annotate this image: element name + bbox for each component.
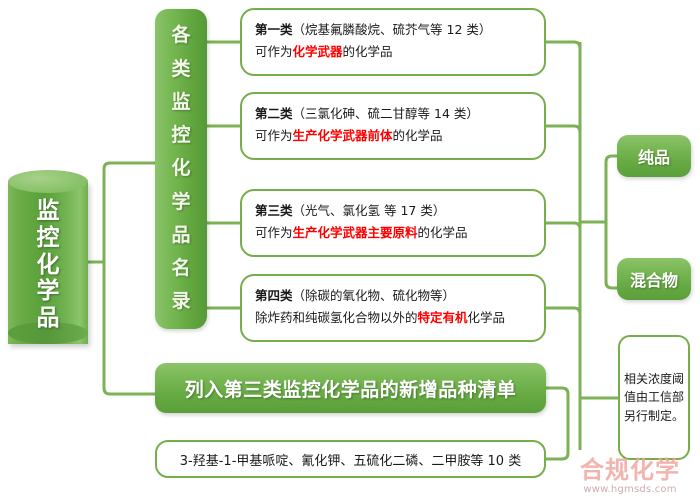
category-1-heading-detail: （烷基氟膦酸烷、硫芥气等 12 类）: [292, 22, 492, 37]
category-1-heading: 第一类: [255, 22, 293, 37]
root-char-4: 品: [36, 305, 60, 331]
connector-card3-spine: [546, 221, 582, 230]
category-4-heading-line: 第四类（除碳的氧化物、硫化物等）: [255, 285, 531, 307]
category-card-4: 第四类（除碳的氧化物、硫化物等） 除炸药和纯碳氢化合物以外的特定有机化学品: [240, 274, 546, 342]
category-3-desc-suffix: 的化学品: [417, 224, 468, 240]
catalog-char-7: 名: [171, 257, 191, 280]
category-2-description-line: 可作为生产化学武器前体的化学品: [255, 125, 531, 147]
category-4-heading-detail: （除碳的氧化物、硫化物等）: [292, 288, 456, 303]
watermark: 合规化学 www.hgmsds.com: [562, 458, 698, 495]
connector-card2-spine: [546, 124, 582, 133]
category-2-desc-prefix: 可作为: [255, 127, 293, 143]
note-card-concentration-threshold: 相关浓度阈值由工信部另行制定。: [618, 335, 690, 460]
connector-card1-spine: [546, 40, 582, 49]
connector-arm-banner: [102, 387, 156, 396]
watermark-url: www.hgmsds.com: [583, 484, 677, 495]
catalog-char-3: 控: [171, 124, 191, 147]
category-4-desc-highlight: 特定有机: [417, 309, 468, 325]
category-3-desc-highlight: 生产化学武器主要原料: [292, 224, 418, 240]
catalog-char-6: 品: [171, 223, 191, 246]
banner-new-added-class3-list: 列入第三类监控化学品的新增品种清单: [155, 363, 546, 413]
category-1-desc-highlight: 化学武器: [292, 43, 343, 59]
connector-card4-spine: [546, 306, 582, 315]
category-4-desc-suffix: 化学品: [467, 309, 506, 325]
catalog-char-4: 化: [171, 157, 191, 180]
catalog-char-2: 监: [171, 90, 191, 113]
category-1-desc-suffix: 的化学品: [342, 43, 393, 59]
form-pill-mixture: 混合物: [617, 258, 691, 300]
cylinder-bottom-ellipse: [8, 322, 88, 344]
bottom-list-card: 3-羟基-1-甲基哌啶、氰化钾、五硫化二磷、二甲胺等 10 类: [155, 440, 546, 478]
cylinder-body: [8, 181, 88, 344]
category-card-2: 第二类（三氯化砷、硫二甘醇等 14 类） 可作为生产化学武器前体的化学品: [240, 92, 546, 160]
category-1-desc-prefix: 可作为: [255, 43, 293, 59]
catalog-bar-all-monitored-chemical-lists: 各 类 监 控 化 学 品 名 录: [155, 9, 207, 329]
category-card-1: 第一类（烷基氟膦酸烷、硫芥气等 12 类） 可作为化学武器的化学品: [240, 8, 546, 76]
category-3-heading-detail: （光气、氯化氢 等 17 类）: [292, 203, 446, 218]
category-2-heading-line: 第二类（三氯化砷、硫二甘醇等 14 类）: [255, 103, 531, 125]
cylinder-top-ellipse: [8, 170, 88, 193]
category-4-heading: 第四类: [255, 288, 293, 303]
connector-banner-bottomlist: [546, 386, 570, 461]
category-card-3: 第三类（光气、氯化氢 等 17 类） 可作为生产化学武器主要原料的化学品: [240, 189, 546, 257]
category-3-heading: 第三类: [255, 203, 293, 218]
category-3-heading-line: 第三类（光气、氯化氢 等 17 类）: [255, 200, 531, 222]
watermark-brand: 合规化学: [580, 456, 680, 484]
form-pill-pure-substance: 纯品: [617, 135, 691, 177]
root-char-1: 控: [36, 224, 60, 251]
catalog-char-1: 类: [171, 57, 191, 80]
category-3-description-line: 可作为生产化学武器主要原料的化学品: [255, 222, 531, 244]
category-3-desc-prefix: 可作为: [255, 224, 293, 240]
catalog-char-5: 学: [171, 190, 191, 213]
category-4-description-line: 除炸药和纯碳氢化合物以外的特定有机化学品: [255, 307, 531, 329]
catalog-char-0: 各: [171, 24, 191, 47]
category-2-heading-detail: （三氯化砷、硫二甘醇等 14 类）: [292, 106, 479, 121]
root-cylinder-label: 监 控 化 学 品: [8, 194, 88, 336]
category-2-desc-highlight: 生产化学武器前体: [292, 127, 393, 143]
category-2-desc-suffix: 的化学品: [392, 127, 443, 143]
connector-arm-catalog: [102, 161, 156, 170]
root-char-0: 监: [36, 198, 60, 225]
category-1-description-line: 可作为化学武器的化学品: [255, 41, 531, 63]
category-2-heading: 第二类: [255, 106, 293, 121]
root-char-3: 学: [36, 278, 60, 305]
root-char-2: 化: [36, 251, 60, 278]
root-cylinder-monitored-chemicals: 监 控 化 学 品: [8, 170, 88, 355]
category-4-desc-prefix: 除炸药和纯碳氢化合物以外的: [255, 309, 418, 325]
catalog-char-8: 录: [171, 290, 191, 313]
category-1-heading-line: 第一类（烷基氟膦酸烷、硫芥气等 12 类）: [255, 19, 531, 41]
